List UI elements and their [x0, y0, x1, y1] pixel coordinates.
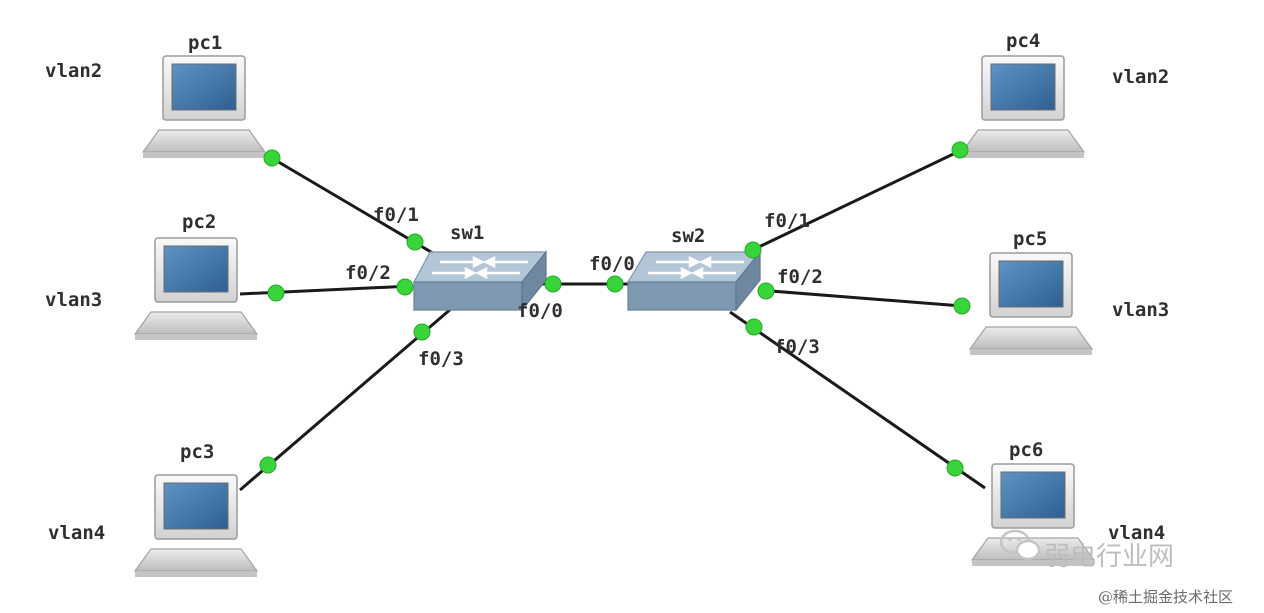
pc6-label: pc6 [1009, 439, 1044, 461]
link-pc4-sw2 [741, 145, 969, 257]
pc3-port-dot[interactable] [259, 456, 277, 474]
pc2-vlan-label: vlan3 [45, 289, 103, 311]
sw2-label: sw2 [671, 225, 706, 247]
sw2-f00-port-dot[interactable] [606, 275, 624, 293]
sw2-switch-icon[interactable] [626, 250, 762, 312]
pc4-vlan-label: vlan2 [1112, 66, 1170, 88]
sw1-f02-port-dot[interactable] [396, 278, 414, 296]
sw2-f02-port-dot[interactable] [757, 282, 775, 300]
links [239, 145, 986, 492]
pc6-port-dot[interactable] [946, 459, 964, 477]
port-dots [259, 141, 971, 477]
sw2-f00-port-label: f0/0 [589, 253, 635, 275]
pc2-laptop-icon[interactable] [134, 237, 258, 341]
sw1-switch-icon[interactable] [413, 250, 548, 312]
sw2-f01-port-dot[interactable] [744, 241, 762, 259]
pc5-label: pc5 [1013, 228, 1048, 250]
sw1-f03-port-dot[interactable] [413, 323, 431, 341]
link-pc5-sw2 [757, 288, 963, 308]
sw2-f03-port-label: f0/3 [774, 336, 820, 358]
pc1-port-dot[interactable] [263, 149, 281, 167]
sw1-f01-port-label: f0/1 [373, 204, 419, 226]
pc5-port-dot[interactable] [953, 297, 971, 315]
pc5-laptop-icon[interactable] [969, 252, 1093, 356]
pc3-label: pc3 [180, 441, 215, 463]
sw2-f01-port-label: f0/1 [764, 210, 810, 232]
sw1-label: sw1 [450, 222, 485, 244]
link-pc6-sw2 [729, 310, 986, 490]
sw1-f00-port-dot[interactable] [544, 275, 562, 293]
watermark-brand: 弱电行业网 [1044, 542, 1175, 572]
pc1-label: pc1 [188, 32, 223, 54]
sw1-f03-port-label: f0/3 [418, 348, 464, 370]
pc3-vlan-label: vlan4 [48, 522, 106, 544]
pc4-laptop-icon[interactable] [961, 55, 1085, 159]
wechat-icon [1000, 529, 1041, 561]
watermark-site: @稀土掘金技术社区 [1098, 588, 1234, 606]
pc1-vlan-label: vlan2 [45, 60, 103, 82]
pc4-port-dot[interactable] [951, 141, 969, 159]
sw2-f02-port-label: f0/2 [777, 266, 823, 288]
pc2-label: pc2 [182, 211, 217, 233]
sw1-f01-port-dot[interactable] [406, 233, 424, 251]
pc2-port-dot[interactable] [267, 284, 285, 302]
sw1-f00-port-label: f0/0 [517, 300, 563, 322]
pc3-laptop-icon[interactable] [134, 474, 258, 578]
pc6-vlan-label: vlan4 [1108, 522, 1166, 544]
pc4-label: pc4 [1006, 30, 1041, 52]
sw1-f02-port-label: f0/2 [345, 262, 391, 284]
sw2-f03-port-dot[interactable] [745, 318, 763, 336]
pc5-vlan-label: vlan3 [1112, 299, 1170, 321]
link-pc2-sw1 [239, 284, 413, 296]
pc1-laptop-icon[interactable] [142, 55, 266, 159]
